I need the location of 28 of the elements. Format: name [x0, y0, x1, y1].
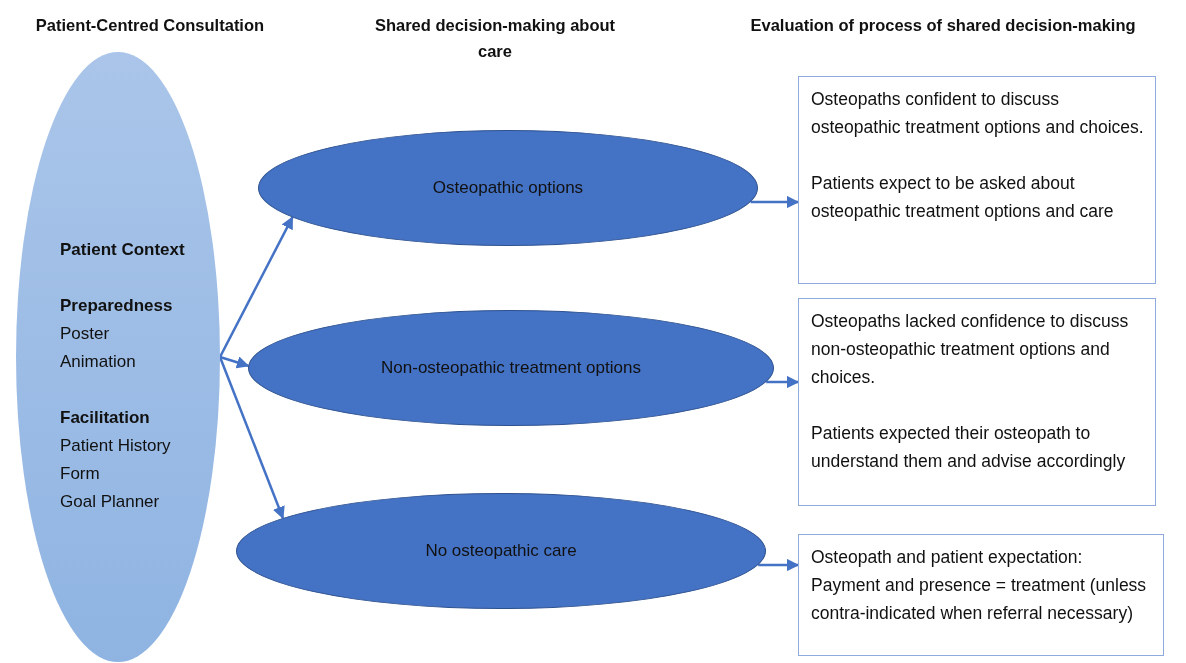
paragraph: Patients expected their osteopath to understand them and advise accordingly [811, 422, 1127, 473]
arrow [758, 558, 800, 572]
text-box [798, 534, 1164, 656]
column-heading: Evaluation of process of shared decision-making [749, 15, 1137, 36]
node-label: Non-osteopathic treatment options [381, 357, 641, 379]
item-text: Poster [60, 323, 110, 345]
item-text: Form [60, 463, 100, 485]
heading-text: Facilitation [60, 407, 150, 429]
arrow [218, 216, 294, 358]
paragraph: Patients expect to be asked about osteopathic treatment options and care [811, 172, 1115, 223]
text-box [798, 298, 1156, 506]
paragraph: Osteopaths confident to discuss osteopathic treatment options and choices. [811, 88, 1145, 139]
arrow [218, 356, 285, 520]
arrow [750, 195, 800, 209]
column-heading: Shared decision-making about care [373, 15, 617, 62]
paragraph: Osteopath and patient expectation: Payment and presence = treatment (unless contra-indicated when referral necessary) [811, 546, 1148, 625]
heading-text: Preparedness [60, 295, 173, 317]
arrow [219, 355, 250, 369]
text-box [798, 76, 1156, 284]
heading-text: Patient Context [60, 239, 185, 261]
paragraph: Osteopaths lacked confidence to discuss non-osteopathic treatment options and choices. [811, 310, 1130, 389]
item-text: Patient History [60, 435, 171, 457]
column-heading: Patient-Centred Consultation [34, 15, 266, 36]
item-text: Animation [60, 351, 136, 373]
node-label: No osteopathic care [425, 540, 577, 562]
node-label: Osteopathic options [432, 177, 584, 199]
item-text: Goal Planner [60, 491, 160, 513]
arrow [766, 375, 800, 389]
